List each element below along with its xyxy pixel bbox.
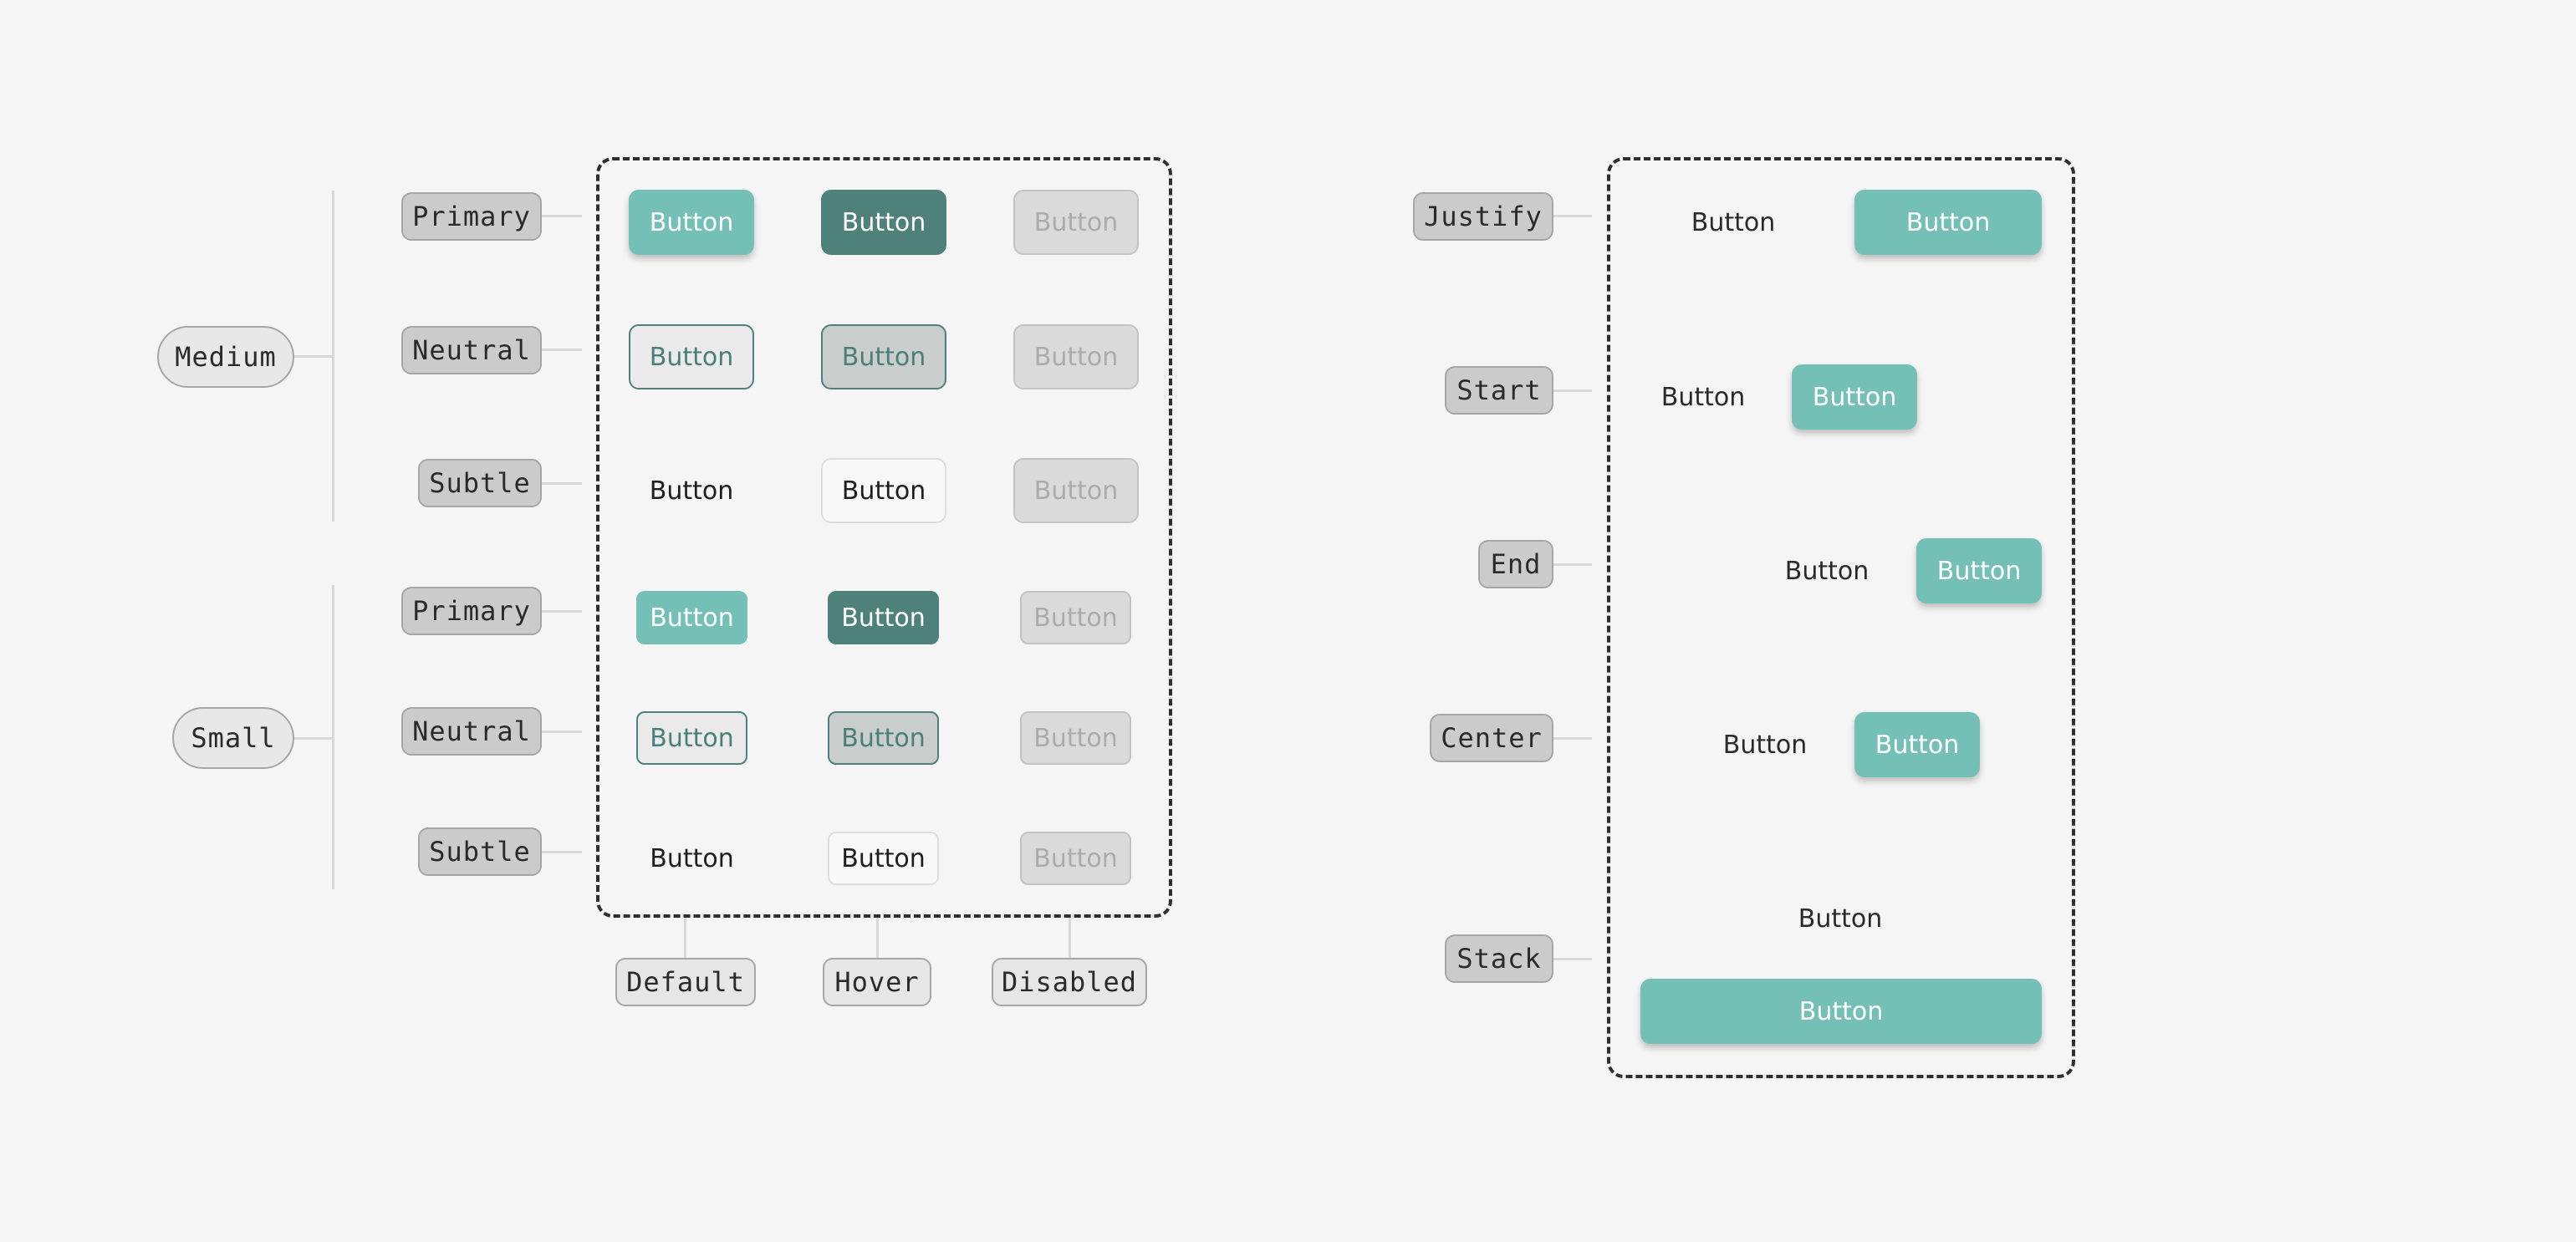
layout-label-end: End <box>1478 540 1553 588</box>
variant-label-subtle: Subtle <box>418 827 542 876</box>
button-small-primary-hover[interactable]: Button <box>828 591 939 644</box>
button-medium-neutral-default[interactable]: Button <box>629 324 754 389</box>
button-small-primary-default[interactable]: Button <box>636 591 747 644</box>
connector <box>876 918 879 958</box>
layout-label-start: Start <box>1445 366 1553 415</box>
button-end-primary[interactable]: Button <box>1916 538 2042 603</box>
connector <box>542 482 582 485</box>
button-start-secondary[interactable]: Button <box>1660 382 1746 412</box>
layout-frame <box>1607 157 2075 1078</box>
layout-label-stack: Stack <box>1445 934 1553 983</box>
size-label-small: Small <box>172 707 294 769</box>
state-label-hover: Hover <box>823 958 931 1006</box>
bracket-small <box>332 585 334 889</box>
button-small-subtle-default[interactable]: Button <box>650 843 734 873</box>
button-small-neutral-disabled: Button <box>1020 711 1131 765</box>
connector <box>542 851 582 853</box>
button-start-primary[interactable]: Button <box>1792 364 1917 430</box>
button-medium-neutral-hover[interactable]: Button <box>821 324 946 389</box>
button-medium-subtle-default[interactable]: Button <box>649 476 734 506</box>
button-grid-frame <box>596 157 1172 918</box>
layout-label-justify: Justify <box>1413 192 1553 241</box>
button-medium-subtle-disabled: Button <box>1013 458 1139 523</box>
button-justify-primary[interactable]: Button <box>1854 190 2042 255</box>
button-medium-primary-hover[interactable]: Button <box>821 190 946 255</box>
button-small-subtle-disabled: Button <box>1020 832 1131 885</box>
connector <box>542 349 582 351</box>
button-small-neutral-default[interactable]: Button <box>636 711 747 765</box>
connector <box>1553 563 1592 566</box>
size-label-medium: Medium <box>157 326 294 388</box>
connector <box>1553 958 1592 960</box>
state-label-default: Default <box>615 958 756 1006</box>
connector <box>294 737 333 740</box>
button-small-primary-disabled: Button <box>1020 591 1131 644</box>
connector <box>542 215 582 217</box>
connector <box>1553 737 1592 740</box>
variant-label-primary: Primary <box>401 587 542 635</box>
variant-label-neutral: Neutral <box>401 326 542 374</box>
button-stack-secondary[interactable]: Button <box>1798 904 1883 934</box>
button-medium-primary-disabled: Button <box>1013 190 1139 255</box>
connector <box>1069 918 1071 958</box>
button-center-primary[interactable]: Button <box>1854 712 1980 777</box>
connector <box>1553 389 1592 392</box>
state-label-disabled: Disabled <box>992 958 1147 1006</box>
connector <box>542 610 582 613</box>
button-small-neutral-hover[interactable]: Button <box>828 711 939 765</box>
connector <box>684 918 686 958</box>
variant-label-neutral: Neutral <box>401 707 542 756</box>
connector <box>542 730 582 733</box>
button-center-secondary[interactable]: Button <box>1722 730 1808 760</box>
variant-label-subtle: Subtle <box>418 459 542 507</box>
button-justify-secondary[interactable]: Button <box>1691 207 1776 237</box>
button-end-secondary[interactable]: Button <box>1784 556 1870 586</box>
button-medium-primary-default[interactable]: Button <box>629 190 754 255</box>
connector <box>294 355 333 358</box>
button-medium-neutral-disabled: Button <box>1013 324 1139 389</box>
bracket-medium <box>332 191 334 522</box>
button-small-subtle-hover[interactable]: Button <box>828 832 939 885</box>
connector <box>1553 215 1592 217</box>
variant-label-primary: Primary <box>401 192 542 241</box>
button-medium-subtle-hover[interactable]: Button <box>821 458 946 523</box>
layout-label-center: Center <box>1430 714 1553 762</box>
button-stack-primary[interactable]: Button <box>1640 979 2042 1044</box>
